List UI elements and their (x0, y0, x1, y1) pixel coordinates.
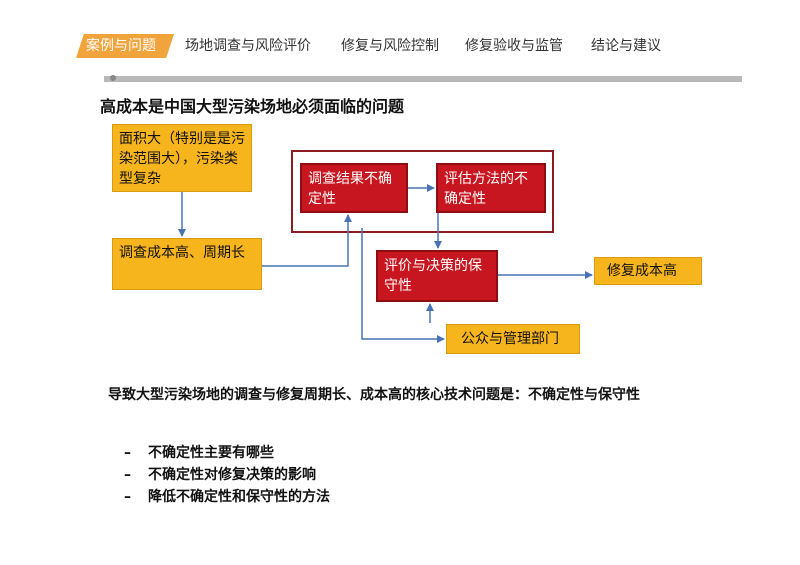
bullet-dash: – (124, 445, 131, 461)
nav-item-remediation[interactable]: 修复与风险控制 (341, 38, 439, 54)
box-uncertain-result: 调查结果不确定性 (300, 163, 408, 213)
box-high-cost: 修复成本高 (594, 257, 702, 285)
nav-divider (104, 76, 742, 82)
box-conservative: 评价与决策的保守性 (376, 250, 498, 302)
page-title: 高成本是中国大型污染场地必须面临的问题 (100, 97, 405, 116)
nav-divider-dot (110, 75, 116, 81)
box-large-area: 面积大（特别是是污染范围大），污染类型复杂 (112, 124, 252, 192)
conclusion-text: 导致大型污染场地的调查与修复周期长、成本高的核心技术问题是：不确定性与保守性 (108, 387, 640, 403)
nav-item-acceptance[interactable]: 修复验收与监管 (465, 38, 563, 54)
section-nav: 案例与问题 场地调查与风险评价 修复与风险控制 修复验收与监管 结论与建议 (0, 0, 800, 90)
nav-item-cases[interactable]: 案例与问题 (86, 38, 156, 54)
nav-item-conclusion[interactable]: 结论与建议 (591, 38, 661, 54)
box-uncertain-method: 评估方法的不确定性 (436, 163, 546, 213)
bullet-dash: – (124, 489, 131, 505)
box-public: 公众与管理部门 (446, 324, 580, 354)
nav-active-marker (76, 34, 174, 58)
bullet-dash: – (124, 467, 131, 483)
nav-item-survey-risk[interactable]: 场地调查与风险评价 (185, 38, 311, 54)
box-survey-cost: 调查成本高、周期长 (112, 238, 262, 290)
